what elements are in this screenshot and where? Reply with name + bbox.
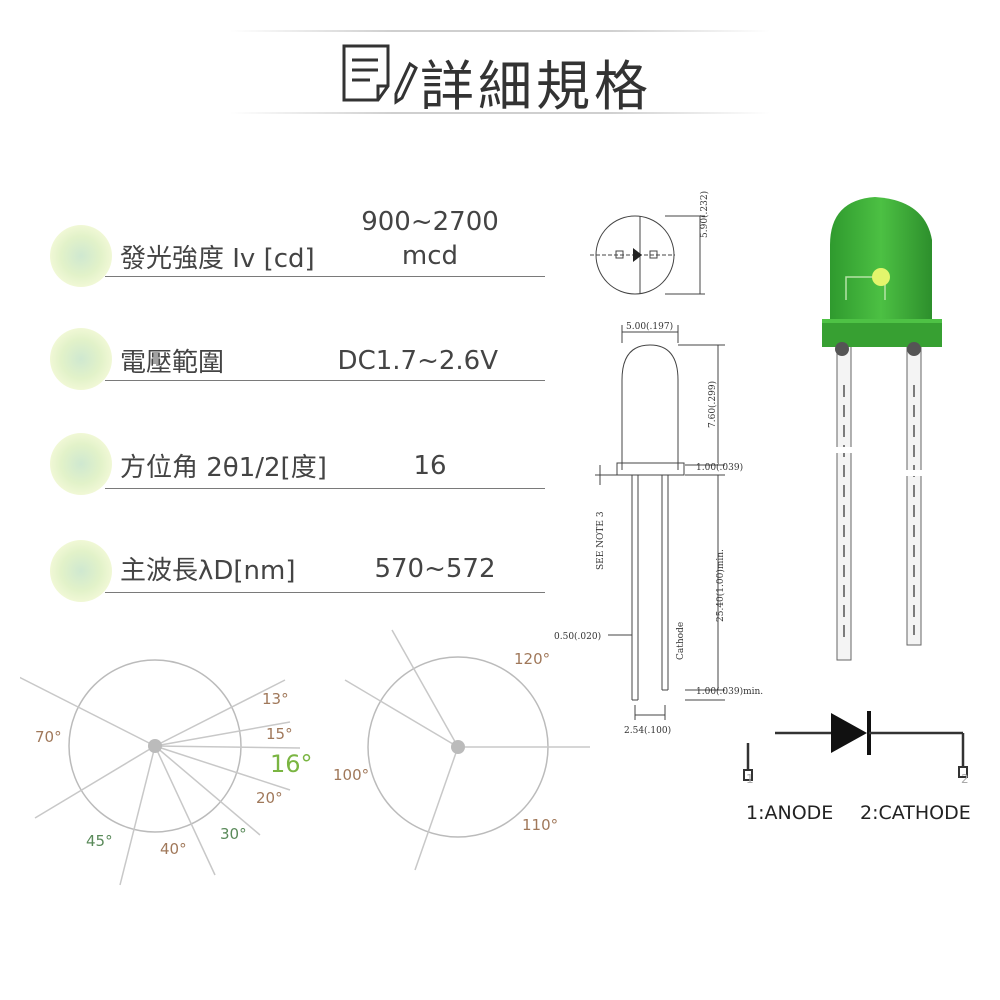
- title-section: 詳細規格: [0, 20, 1000, 120]
- angle-label: 100°: [333, 766, 370, 784]
- title-top-rule: [230, 30, 770, 32]
- document-pen-icon: [342, 44, 418, 105]
- dim-lead-width: 0.50(.020): [554, 632, 602, 642]
- spec-label: 主波長λD[nm]: [120, 556, 296, 586]
- spec-row-voltage: 電壓範圍 DC1.7~2.6V: [50, 320, 545, 390]
- dim-pitch: 2.54(.100): [624, 726, 672, 736]
- spec-underline: [105, 488, 545, 489]
- pin-number-2: 2: [961, 772, 969, 786]
- bullet-dot: [50, 328, 112, 390]
- dimension-drawing: [590, 215, 725, 720]
- angle-label: 30°: [220, 825, 247, 843]
- pin-number-1: 1: [746, 772, 754, 786]
- angle-label: 70°: [35, 728, 62, 746]
- dim-body-width: 5.00(.197): [626, 322, 674, 332]
- anode-label: 1:ANODE: [746, 802, 834, 824]
- angle-label: 120°: [514, 650, 551, 668]
- cathode-pin-label: 2:CATHODE: [860, 802, 971, 824]
- bullet-dot: [50, 540, 112, 602]
- page-title: 詳細規格: [420, 55, 652, 118]
- dim-top-diameter: 5.90(.232): [700, 190, 710, 238]
- green-led-icon: [822, 197, 942, 661]
- diode-schematic: [743, 711, 968, 781]
- spec-value: DC1.7~2.6V: [337, 346, 498, 376]
- dim-body-height: 7.60(.299): [708, 380, 718, 428]
- angle-label: 13°: [262, 690, 289, 708]
- angle-label: 40°: [160, 840, 187, 858]
- angle-label: 15°: [266, 725, 293, 743]
- beam-angle-diagram-right: [344, 629, 590, 871]
- spec-underline: [105, 276, 545, 277]
- spec-underline: [105, 380, 545, 381]
- note-label: SEE NOTE 3: [596, 511, 606, 570]
- beam-angle-diagram-left: [20, 659, 301, 886]
- spec-label: 方位角 2θ1/2[度]: [120, 453, 327, 483]
- bullet-dot: [50, 433, 112, 495]
- dim-flange: 1.00(.039): [696, 463, 744, 473]
- bullet-dot: [50, 225, 112, 287]
- angle-label: 110°: [522, 816, 559, 834]
- spec-value: 570~572: [374, 554, 496, 584]
- spec-row-wavelength: 主波長λD[nm] 570~572: [50, 530, 545, 602]
- cathode-label: Cathode: [676, 621, 686, 660]
- dim-lead-length: 25.40(1.00)min.: [716, 549, 726, 622]
- spec-label: 發光強度 Iv [cd]: [120, 244, 315, 274]
- dim-lead-end: 1.00(.039)min.: [696, 687, 764, 697]
- spec-row-luminous: 發光強度 Iv [cd] 900~2700 mcd: [50, 207, 545, 287]
- angle-label: 45°: [86, 832, 113, 850]
- title-bottom-rule: [230, 112, 770, 114]
- spec-underline: [105, 592, 545, 593]
- spec-value: 900~2700: [361, 207, 499, 237]
- spec-label: 電壓範圍: [120, 348, 225, 378]
- angle-label: 20°: [256, 789, 283, 807]
- spec-value: 16: [413, 451, 447, 481]
- angle-label-highlight: 16°: [270, 750, 313, 778]
- spec-row-angle: 方位角 2θ1/2[度] 16: [50, 425, 545, 495]
- spec-value-unit: mcd: [401, 241, 459, 271]
